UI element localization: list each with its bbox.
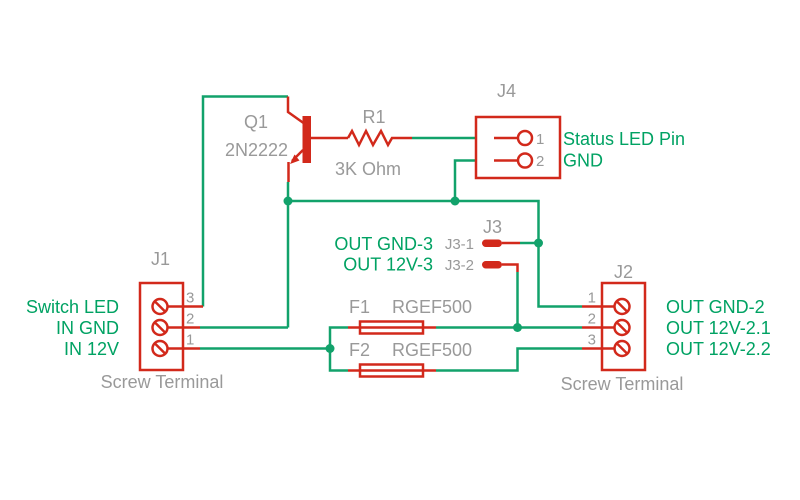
j4-pin2-circle — [516, 152, 534, 169]
r1-designator: R1 — [362, 107, 385, 127]
j4-designator: J4 — [497, 81, 516, 101]
connector-j3[interactable]: J3 J3-1 J3-2 — [445, 217, 520, 274]
j3-designator: J3 — [483, 217, 502, 237]
j2-screw-1-slot — [615, 300, 629, 313]
screw-terminal-j1[interactable]: J1 3 2 1 Screw Terminal — [101, 249, 224, 392]
net-label-out-gnd-3: OUT GND-3 — [334, 234, 433, 254]
screw-terminal-j2[interactable]: J2 1 2 3 Screw Terminal — [561, 262, 684, 394]
net-label-switch-led: Switch LED — [26, 297, 119, 317]
q1-value: 2N2222 — [225, 140, 288, 160]
wire-gnd-rail[interactable] — [288, 199, 582, 308]
j1-pin1-number: 1 — [186, 332, 194, 349]
fuse-f2[interactable]: F2 RGEF500 — [348, 340, 472, 378]
q1-emitter-arrow — [290, 154, 300, 164]
j3-pin2-pad — [482, 261, 502, 269]
j3-pin2-stub — [502, 263, 519, 272]
transistor-q1[interactable]: Q1 2N2222 — [225, 96, 348, 183]
j2-subtitle: Screw Terminal — [561, 374, 684, 394]
j4-pin1-number: 1 — [536, 131, 544, 148]
wire-f2-to-j2-pin3[interactable] — [436, 347, 582, 372]
j1-screw-1-slot — [153, 342, 167, 355]
wire-collector-to-j1-pin3[interactable] — [201, 95, 288, 307]
j4-body — [474, 115, 562, 180]
f2-designator: F2 — [349, 340, 370, 360]
net-label-out-12v-3: OUT 12V-3 — [343, 255, 433, 275]
junction-dot-emitter — [283, 196, 293, 206]
junction-dot-j4-gnd — [450, 196, 460, 206]
j3-pin1-name: J3-1 — [445, 236, 474, 253]
j2-pin2-number: 2 — [588, 311, 596, 328]
net-label-in-12v: IN 12V — [64, 339, 119, 359]
connector-j4[interactable]: J4 1 2 — [474, 81, 562, 180]
net-label-in-gnd: IN GND — [56, 318, 119, 338]
j1-screw-2-slot — [153, 321, 167, 334]
j2-screw-3-slot — [615, 342, 629, 355]
j2-pin3-number: 3 — [588, 332, 596, 349]
j1-subtitle: Screw Terminal — [101, 372, 224, 392]
net-label-gnd: GND — [563, 151, 603, 171]
net-label-status-led-pin: Status LED Pin — [563, 129, 685, 149]
net-label-out-12v-2-1: OUT 12V-2.1 — [666, 318, 771, 338]
j2-designator: J2 — [614, 262, 633, 282]
j1-pin3-number: 3 — [186, 290, 194, 307]
q1-base-bar — [302, 116, 311, 163]
junction-dot-fuse-input — [325, 344, 335, 353]
r1-zigzag — [346, 128, 412, 148]
fuse-f1[interactable]: F1 RGEF500 — [348, 297, 472, 335]
q1-designator: Q1 — [244, 112, 268, 132]
j3-pin1-pad — [482, 239, 502, 247]
q1-collector-lead — [286, 96, 305, 125]
junction-dot-f1-output — [513, 323, 522, 332]
f1-value: RGEF500 — [392, 297, 472, 317]
j2-screw-2-slot — [615, 321, 629, 334]
net-label-out-12v-2-2: OUT 12V-2.2 — [666, 339, 771, 359]
f2-value: RGEF500 — [392, 340, 472, 360]
resistor-r1[interactable]: R1 3K Ohm — [335, 107, 412, 179]
j4-pin1-circle — [516, 129, 534, 147]
j2-pin1-number: 1 — [588, 290, 596, 307]
j1-screw-3-slot — [153, 300, 167, 313]
r1-value: 3K Ohm — [335, 159, 401, 179]
f1-designator: F1 — [349, 297, 370, 317]
j1-pin2-number: 2 — [186, 311, 194, 328]
j4-pin2-number: 2 — [536, 153, 544, 170]
j1-designator: J1 — [151, 249, 170, 269]
net-label-out-gnd-2: OUT GND-2 — [666, 297, 765, 317]
j3-pin2-name: J3-2 — [445, 257, 474, 274]
junction-dot-j3-1 — [534, 238, 543, 248]
